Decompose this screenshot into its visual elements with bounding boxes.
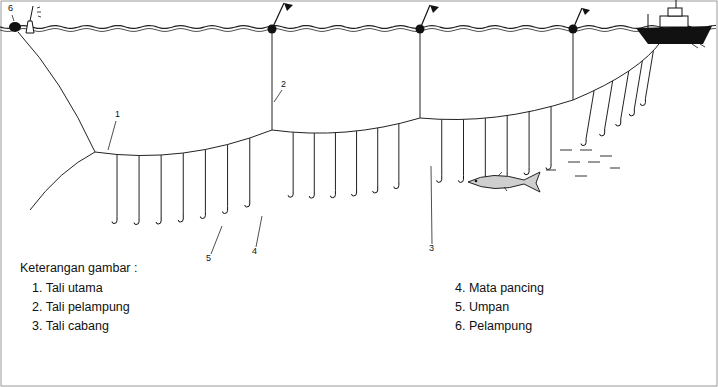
main-line [30, 40, 662, 210]
leader-line [12, 15, 432, 254]
legend-heading: Keterangan gambar : [20, 262, 137, 276]
antenna [30, 6, 33, 21]
branch-line [507, 116, 508, 172]
hook [156, 217, 161, 224]
callout-number: 5 [206, 254, 211, 264]
float-line [573, 33, 574, 100]
hook [330, 191, 335, 198]
branch-line [335, 133, 336, 191]
float-line [420, 33, 421, 118]
float [9, 22, 21, 32]
water-surface [0, 25, 716, 28]
hook [200, 212, 205, 219]
legend-item: 5. Umpan [455, 301, 509, 315]
branch-line [356, 131, 357, 189]
hook [524, 168, 529, 175]
hook [223, 207, 228, 214]
branch-line [161, 155, 162, 217]
branch-line [551, 106, 552, 162]
tuna-fish [468, 172, 540, 192]
legend-item: 4. Mata pancing [455, 282, 544, 296]
water-surface [0, 28, 716, 31]
hook [437, 175, 442, 182]
callout-number: 4 [252, 247, 257, 257]
branch-line [529, 112, 530, 168]
hook [178, 215, 183, 222]
branch-line [634, 61, 642, 109]
branch-line [605, 81, 613, 129]
legend-item: 2. Tali pelampung [32, 301, 130, 315]
branch-line [139, 156, 140, 218]
branch-line [645, 51, 653, 99]
branch-line [398, 124, 399, 182]
branch-line [249, 138, 250, 200]
callout-number: 6 [8, 4, 13, 14]
legend-item: 6. Pelampung [455, 320, 532, 334]
hook [288, 190, 293, 197]
branch-line [314, 133, 315, 191]
float [569, 8, 591, 34]
branch-lines [112, 51, 653, 225]
hook [245, 200, 250, 207]
hook [394, 182, 399, 189]
water-dashes [546, 150, 620, 176]
hook [629, 109, 634, 116]
float-line [272, 33, 273, 130]
hook [112, 217, 117, 224]
hook [640, 99, 645, 106]
signal-marks [37, 7, 41, 17]
branch-line [621, 71, 629, 119]
hook [616, 119, 621, 126]
hook [546, 162, 551, 169]
branch-line [183, 153, 184, 215]
radio-buoy [26, 21, 34, 33]
hook [309, 191, 314, 198]
hook [373, 186, 378, 193]
hook [581, 139, 586, 146]
hook [134, 218, 139, 225]
branch-line [227, 145, 228, 207]
legend-item: 1. Tali utama [32, 282, 103, 296]
branch-line [586, 91, 594, 139]
fishing-boat [636, 0, 712, 48]
float-line [18, 32, 95, 152]
branch-line [293, 132, 294, 190]
branch-line [377, 128, 378, 186]
branch-line [117, 155, 118, 217]
callout-number: 1 [115, 110, 120, 120]
branch-line [441, 119, 442, 175]
branch-line [485, 118, 486, 174]
callout-number: 2 [281, 80, 286, 90]
legend-item: 3. Tali cabang [32, 320, 109, 334]
float [416, 5, 440, 34]
hook [600, 129, 605, 136]
float [268, 3, 294, 34]
branch-line [463, 119, 464, 175]
branch-line [205, 150, 206, 212]
hook [459, 175, 464, 182]
callout-number: 3 [429, 244, 434, 254]
hook [352, 189, 357, 196]
